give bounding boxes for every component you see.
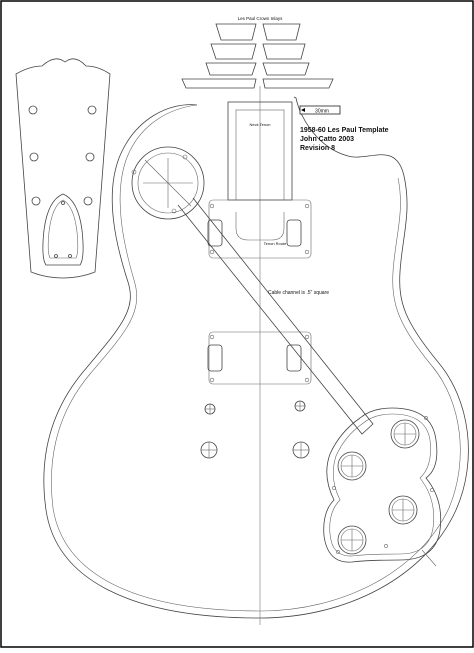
inlay-shape xyxy=(205,62,257,76)
tuner-hole xyxy=(87,105,97,115)
title-block: 1958-60 Les Paul Template John Catto 200… xyxy=(300,127,389,152)
title-line-2: John Catto 2003 xyxy=(300,136,354,143)
body-outline xyxy=(43,96,469,619)
switch-cavity xyxy=(131,146,205,220)
crown-inlays: Les Paul Crown Inlays xyxy=(181,16,334,89)
inlay-shape xyxy=(262,23,301,41)
upper-holes xyxy=(200,400,310,459)
inlay-shape xyxy=(262,78,334,89)
cable-channel: Cable channel is .5" square xyxy=(177,197,374,435)
scale-bar: 30mm xyxy=(299,105,341,115)
headstock-outline xyxy=(15,58,111,279)
truss-rod-cover xyxy=(42,193,84,266)
tenon-route-label: Tenon Route xyxy=(264,241,287,246)
inlay-shape xyxy=(215,23,257,41)
inlays-label: Les Paul Crown Inlays xyxy=(238,16,284,21)
inlay-shape xyxy=(262,43,306,60)
tuner-hole xyxy=(28,105,38,115)
neck-tenon-label: Neck Tenon xyxy=(249,122,270,127)
bridge-pickup-route xyxy=(207,331,312,385)
tuner-hole xyxy=(85,152,95,162)
scale-label: 30mm xyxy=(315,109,329,115)
tuner-hole xyxy=(31,196,41,206)
tuner-hole xyxy=(29,152,39,162)
tuner-hole xyxy=(83,196,93,206)
inlay-shape xyxy=(262,62,310,76)
title-line-3: Revision 8 xyxy=(300,145,335,152)
control-cavity xyxy=(323,407,442,563)
edge-mark xyxy=(421,549,437,567)
inlay-shape xyxy=(210,43,257,60)
neck-pickup-route xyxy=(207,199,312,259)
inlay-shape xyxy=(181,78,257,89)
cable-note: Cable channel is .5" square xyxy=(268,290,329,296)
title-line-1: 1958-60 Les Paul Template xyxy=(300,127,389,134)
